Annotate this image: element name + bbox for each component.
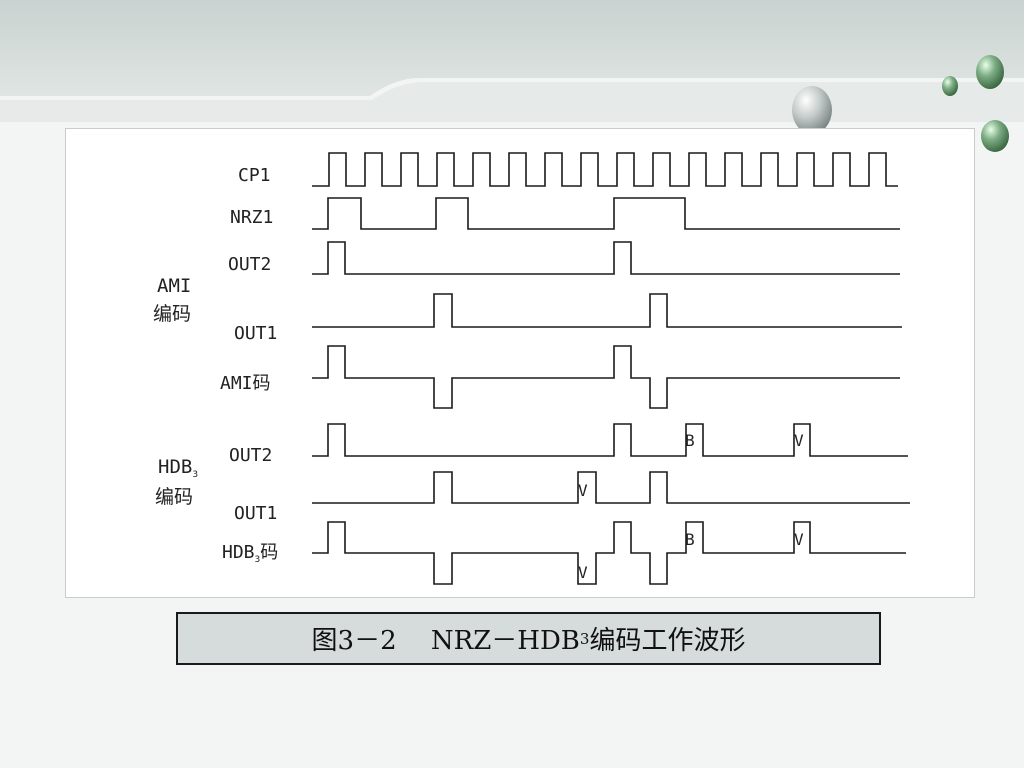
mark-v-out2: V	[794, 431, 804, 450]
waveform-nrz1	[312, 197, 900, 230]
label-hdb-out1: OUT1	[234, 503, 277, 524]
waveform-cp1	[312, 152, 898, 187]
waveform-ami-out1	[312, 293, 902, 328]
label-hdb-out2: OUT2	[229, 445, 272, 466]
mark-b-code: B	[685, 530, 695, 549]
mark-v-code-neg: V	[578, 563, 588, 582]
water-drop-icon	[792, 55, 1009, 152]
label-ami-out2: OUT2	[228, 254, 271, 275]
mark-b-out2: B	[685, 431, 695, 450]
waveform-hdb-out1	[312, 471, 910, 504]
label-cp1: CP1	[238, 165, 271, 186]
label-ami-out1: OUT1	[234, 323, 277, 344]
label-nrz1: NRZ1	[230, 207, 273, 228]
label-hdb-code: HDB3码	[222, 542, 278, 565]
mark-v-code-pos: V	[794, 530, 804, 549]
mark-v-out1: V	[578, 481, 588, 500]
waveform-hdb-out2	[312, 423, 908, 457]
diagram-panel	[65, 128, 975, 598]
waveform-hdb-code	[312, 521, 906, 585]
group-hdb-subtitle: 编码	[155, 486, 193, 508]
group-hdb-title: HDB3	[158, 456, 198, 480]
waveform-ami-out2	[312, 241, 900, 275]
group-ami-title: AMI	[157, 275, 191, 297]
label-ami-code: AMI码	[220, 373, 271, 394]
waveform-ami-code	[312, 345, 900, 409]
group-ami-subtitle: 编码	[153, 303, 191, 325]
